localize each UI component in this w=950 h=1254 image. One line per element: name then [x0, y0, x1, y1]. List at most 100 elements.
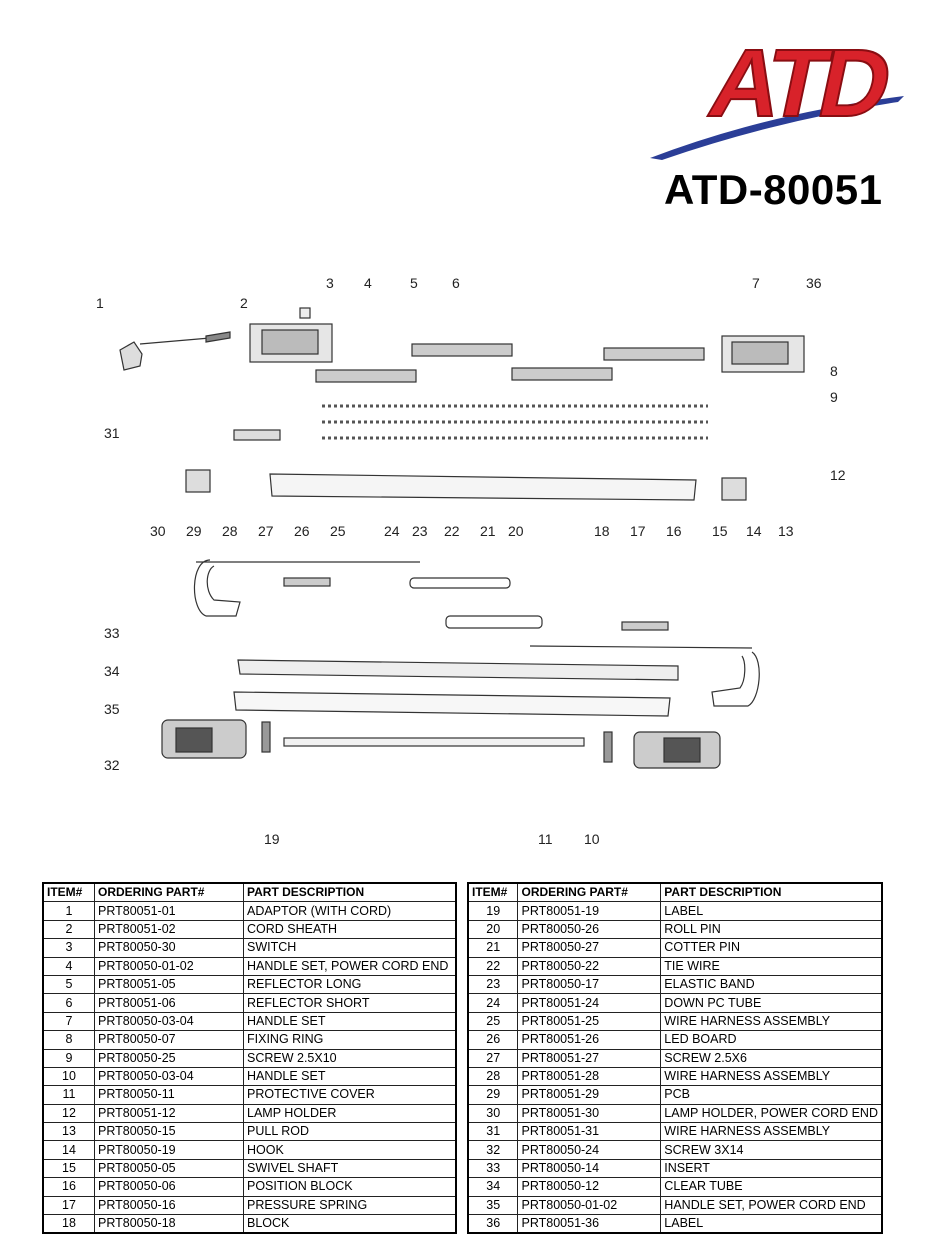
row-item: 11 — [42, 1085, 95, 1105]
row-item: 20 — [467, 919, 519, 940]
parts-table-right: ITEM# ORDERING PART# PART DESCRIPTION 19… — [467, 882, 883, 1235]
row-desc: HANDLE SET, POWER CORD END — [243, 956, 457, 976]
row-desc: WIRE HARNESS ASSEMBLY — [660, 1011, 883, 1032]
model-number: ATD-80051 — [664, 166, 883, 213]
row-part: PRT80050-03-04 — [94, 1011, 244, 1032]
row-desc: HANDLE SET — [243, 1011, 457, 1032]
row-desc: HANDLE SET — [243, 1066, 457, 1087]
row-part: PRT80051-12 — [94, 1103, 244, 1124]
row-desc: SWIVEL SHAFT — [243, 1158, 457, 1179]
row-desc: SCREW 2.5X10 — [243, 1048, 457, 1068]
row-item: 34 — [467, 1177, 519, 1197]
row-part: PRT80050-25 — [94, 1048, 244, 1068]
svg-text:1: 1 — [96, 295, 104, 311]
svg-text:6: 6 — [452, 275, 460, 291]
row-part: PRT80051-05 — [94, 974, 244, 995]
col-item: ITEM# — [42, 882, 95, 903]
row-part: PRT80050-03-04 — [94, 1066, 244, 1087]
col-desc: PART DESCRIPTION — [660, 882, 883, 903]
row-part: PRT80051-26 — [517, 1030, 662, 1050]
svg-text:13: 13 — [778, 523, 794, 539]
row-desc: COTTER PIN — [660, 938, 883, 958]
row-item: 19 — [467, 901, 519, 921]
row-item: 10 — [42, 1066, 95, 1087]
row-desc: REFLECTOR LONG — [243, 974, 457, 995]
row-part: PRT80051-27 — [517, 1048, 662, 1068]
row-part: PRT80050-05 — [94, 1158, 244, 1179]
svg-text:23: 23 — [412, 523, 428, 539]
svg-text:2: 2 — [240, 295, 248, 311]
svg-text:27: 27 — [258, 523, 274, 539]
row-part: PRT80050-01-02 — [517, 1195, 662, 1216]
row-item: 4 — [42, 956, 95, 976]
row-desc: ROLL PIN — [660, 919, 883, 940]
row-desc: INSERT — [660, 1158, 883, 1179]
svg-text:30: 30 — [150, 523, 166, 539]
row-item: 32 — [467, 1140, 519, 1160]
row-item: 22 — [467, 956, 519, 976]
atd-logo: ATD — [650, 28, 904, 160]
row-desc: REFLECTOR SHORT — [243, 993, 457, 1013]
row-desc: ADAPTOR (WITH CORD) — [243, 901, 457, 921]
row-item: 1 — [42, 901, 95, 921]
svg-text:18: 18 — [594, 523, 610, 539]
svg-text:9: 9 — [830, 389, 838, 405]
row-part: PRT80050-18 — [94, 1214, 244, 1234]
row-item: 3 — [42, 938, 95, 958]
svg-text:15: 15 — [712, 523, 728, 539]
svg-text:5: 5 — [410, 275, 418, 291]
table-header-row: ITEM# ORDERING PART# PART DESCRIPTION — [467, 882, 883, 903]
row-item: 17 — [42, 1195, 95, 1216]
row-item: 16 — [42, 1177, 95, 1197]
row-part: PRT80051-24 — [517, 993, 662, 1013]
svg-text:32: 32 — [104, 757, 120, 773]
row-part: PRT80051-31 — [517, 1122, 662, 1142]
row-item: 33 — [467, 1158, 519, 1179]
row-item: 13 — [42, 1122, 95, 1142]
svg-text:33: 33 — [104, 625, 120, 641]
col-part: ORDERING PART# — [94, 882, 244, 903]
logo-text: ATD — [701, 29, 899, 137]
svg-text:11: 11 — [538, 831, 553, 847]
row-item: 7 — [42, 1011, 95, 1032]
row-item: 36 — [467, 1214, 519, 1234]
row-part: PRT80051-06 — [94, 993, 244, 1013]
row-item: 31 — [467, 1122, 519, 1142]
svg-text:14: 14 — [746, 523, 762, 539]
row-item: 6 — [42, 993, 95, 1013]
row-desc: WIRE HARNESS ASSEMBLY — [660, 1066, 883, 1087]
row-desc: DOWN PC TUBE — [660, 993, 883, 1013]
row-desc: CLEAR TUBE — [660, 1177, 883, 1197]
svg-text:22: 22 — [444, 523, 460, 539]
row-item: 30 — [467, 1103, 519, 1124]
svg-text:3: 3 — [326, 275, 334, 291]
row-part: PRT80050-15 — [94, 1122, 244, 1142]
row-item: 14 — [42, 1140, 95, 1160]
svg-text:10: 10 — [584, 831, 600, 847]
svg-text:28: 28 — [222, 523, 238, 539]
row-part: PRT80051-19 — [517, 901, 662, 921]
row-desc: SCREW 3X14 — [660, 1140, 883, 1160]
row-item: 27 — [467, 1048, 519, 1068]
